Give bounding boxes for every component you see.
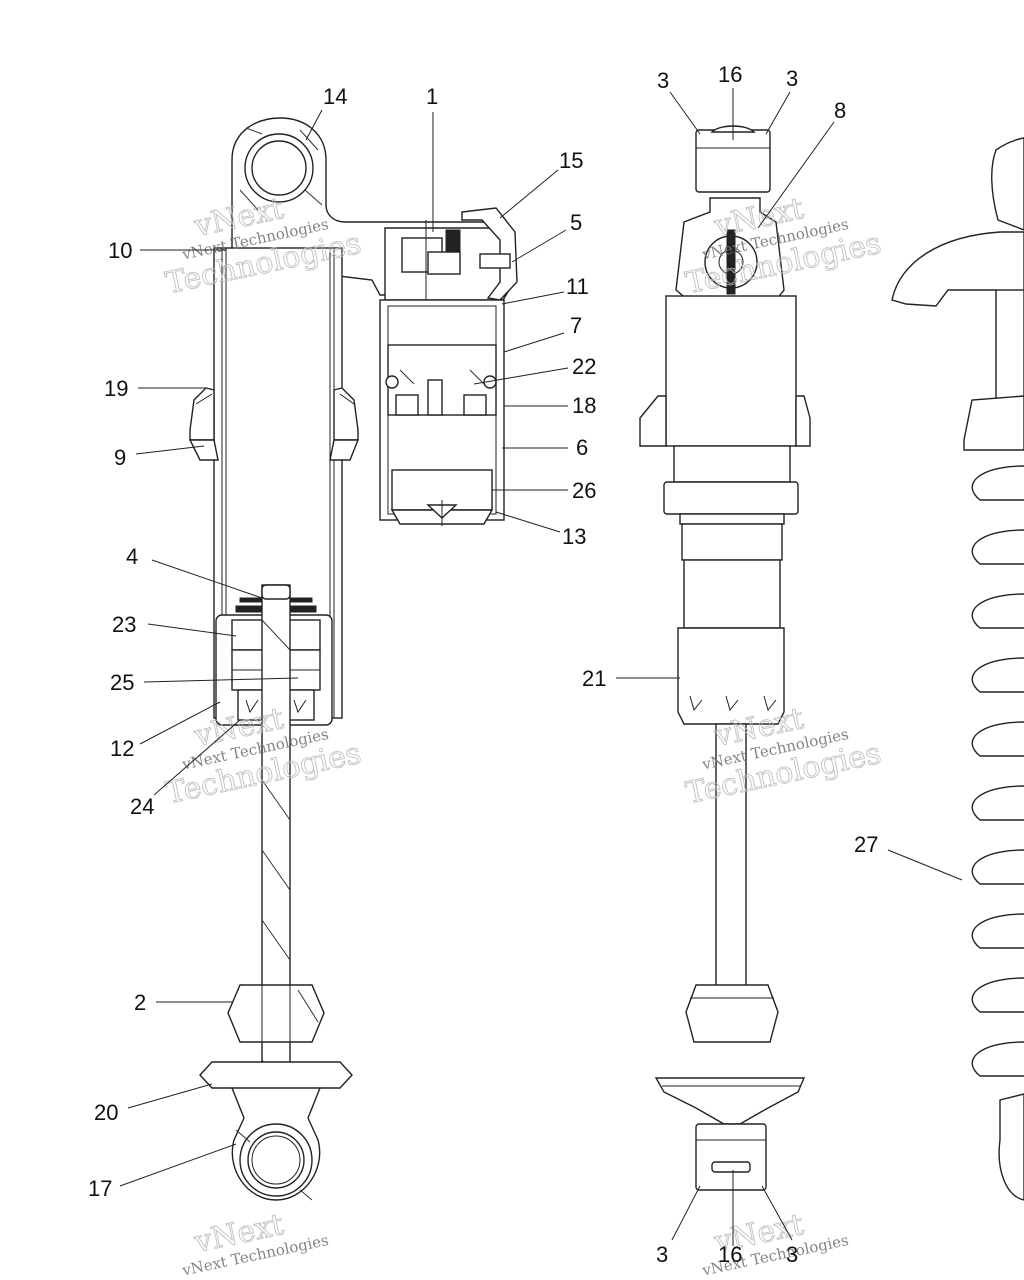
- spring-seat: [654, 1077, 806, 1125]
- reservoir-assembly: [379, 207, 518, 526]
- callout-16-bottom: 16: [718, 1242, 742, 1267]
- upper-spring-collar: [891, 231, 1024, 307]
- adjuster-knob: [461, 207, 518, 301]
- spring-collar-right: [333, 387, 359, 441]
- callout-3-bottom-right: 3: [786, 1242, 798, 1267]
- leader-lines: [119, 88, 963, 1246]
- visible-shaft: [715, 723, 747, 993]
- callout-16-top: 16: [718, 62, 742, 87]
- bottom-bushing: [695, 1123, 767, 1191]
- sectioned-shock-assembly: [188, 117, 504, 1201]
- callout-4: 4: [126, 544, 138, 569]
- callout-11: 11: [566, 274, 589, 299]
- jam-nut: [227, 984, 325, 1043]
- shock-upper-body: [665, 295, 797, 447]
- callout-12: 12: [110, 736, 134, 761]
- callout-10: 10: [108, 238, 132, 263]
- visible-jam-nut: [685, 984, 779, 1043]
- callout-19: 19: [104, 376, 128, 401]
- callout-15: 15: [559, 148, 583, 173]
- callout-24: 24: [130, 794, 154, 819]
- callout-13: 13: [562, 524, 586, 549]
- callout-21: 21: [582, 666, 606, 691]
- callout-labels: 14 1 15 5 10 11 7 22 19 18 9 6 26 13 4 2…: [88, 62, 878, 1267]
- callout-8: 8: [834, 98, 846, 123]
- callout-3-top-right: 3: [786, 66, 798, 91]
- adjuster-ring: [663, 481, 799, 515]
- callout-14: 14: [323, 84, 347, 109]
- callout-7: 7: [570, 313, 582, 338]
- callout-9: 9: [114, 445, 126, 470]
- callout-3-bottom-left: 3: [656, 1242, 668, 1267]
- callout-27: 27: [854, 832, 878, 857]
- callout-25: 25: [110, 670, 134, 695]
- callout-5: 5: [570, 210, 582, 235]
- callout-20: 20: [94, 1100, 118, 1125]
- callout-22: 22: [572, 354, 596, 379]
- callout-1: 1: [426, 84, 438, 109]
- callout-18: 18: [572, 393, 596, 418]
- coil-spring-assembly: [891, 137, 1024, 1201]
- external-shock-view: [639, 125, 811, 1191]
- callout-6: 6: [576, 435, 588, 460]
- top-eye-inner: [251, 140, 307, 196]
- callout-26: 26: [572, 478, 596, 503]
- spring-collar-left: [189, 387, 215, 441]
- callout-17: 17: [88, 1176, 112, 1201]
- bottom-out-bumper: [677, 627, 785, 725]
- callout-23: 23: [112, 612, 136, 637]
- callout-3-top-left: 3: [657, 68, 669, 93]
- spring-coils: [971, 465, 1024, 1077]
- callout-2: 2: [134, 990, 146, 1015]
